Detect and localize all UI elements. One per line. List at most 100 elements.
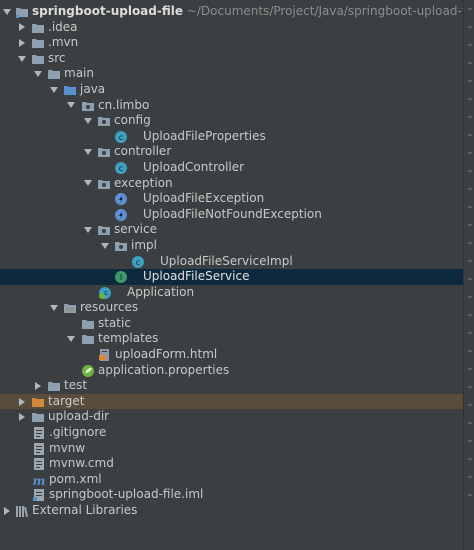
tree-row-mvnwcmd[interactable]: mvnw.cmd bbox=[0, 456, 464, 472]
tree-row-impl[interactable]: impl bbox=[0, 238, 464, 254]
collapse-arrow-icon[interactable] bbox=[2, 4, 12, 20]
tree-row-uploadcontroller[interactable]: c UploadController bbox=[0, 160, 464, 176]
collapse-arrow-icon[interactable] bbox=[33, 66, 43, 82]
tree-label: impl bbox=[131, 237, 157, 252]
text-file-icon bbox=[34, 458, 44, 471]
tree-row-src[interactable]: src bbox=[0, 51, 464, 67]
tree-row-uploadfileserviceimpl[interactable]: c UploadFileServiceImpl bbox=[0, 254, 464, 270]
collapse-arrow-icon[interactable] bbox=[49, 300, 59, 316]
tree-label: config bbox=[114, 113, 151, 128]
tree-row-applicationproperties[interactable]: application.properties bbox=[0, 363, 464, 379]
class-icon: c bbox=[115, 130, 127, 143]
collapse-arrow-icon[interactable] bbox=[100, 238, 110, 254]
tree-label: mvnw.cmd bbox=[49, 456, 114, 471]
spring-boot-class-icon: c bbox=[99, 286, 111, 299]
tree-label: java bbox=[80, 81, 106, 96]
tree-row-java[interactable]: java bbox=[0, 82, 464, 98]
tree-row-static[interactable]: static bbox=[0, 316, 464, 332]
tree-label: src bbox=[48, 50, 66, 65]
tree-row-config[interactable]: config bbox=[0, 113, 464, 129]
tree-row-uploaddir[interactable]: upload-dir bbox=[0, 409, 464, 425]
tree-row-pom[interactable]: m pom.xml bbox=[0, 472, 464, 488]
collapse-arrow-icon[interactable] bbox=[83, 144, 93, 160]
tree-row-target[interactable]: target bbox=[0, 393, 464, 410]
tree-label: application.properties bbox=[98, 362, 230, 377]
expand-arrow-icon[interactable] bbox=[2, 503, 12, 519]
class-icon: c bbox=[132, 255, 144, 268]
tree-label: service bbox=[114, 222, 157, 237]
interface-icon: I bbox=[115, 271, 127, 284]
source-folder-icon bbox=[64, 85, 76, 95]
tree-label: .gitignore bbox=[49, 425, 107, 440]
tree-row-package[interactable]: cn.limbo bbox=[0, 98, 464, 114]
expand-arrow-icon[interactable] bbox=[17, 35, 27, 51]
package-icon bbox=[98, 226, 110, 236]
tree-label: External Libraries bbox=[32, 503, 138, 517]
tree-label: upload-dir bbox=[48, 409, 110, 424]
tree-row-uploadform[interactable]: uploadForm.html bbox=[0, 347, 464, 363]
folder-icon bbox=[82, 319, 94, 329]
expand-arrow-icon[interactable] bbox=[17, 409, 27, 425]
tree-row-templates[interactable]: templates bbox=[0, 331, 464, 347]
folder-icon bbox=[48, 382, 60, 392]
svg-text:m: m bbox=[33, 474, 45, 486]
resource-folder-icon bbox=[64, 304, 76, 314]
tree-row-gitignore[interactable]: .gitignore bbox=[0, 425, 464, 441]
tree-row-root[interactable]: springboot-upload-file ~/Documents/Proje… bbox=[0, 4, 474, 20]
exception-class-icon bbox=[115, 193, 127, 206]
excluded-folder-icon bbox=[32, 397, 44, 407]
tree-row-mvn[interactable]: .mvn bbox=[0, 35, 464, 51]
tree-label: springboot-upload-file.iml bbox=[49, 487, 204, 502]
svg-text:I: I bbox=[120, 273, 122, 282]
tree-label: UploadFileException bbox=[143, 191, 265, 206]
expand-arrow-icon[interactable] bbox=[17, 20, 27, 36]
tree-row-application[interactable]: c Application bbox=[0, 285, 464, 301]
tree-label: templates bbox=[98, 331, 159, 346]
collapse-arrow-icon[interactable] bbox=[66, 98, 76, 114]
text-file-icon bbox=[34, 427, 44, 440]
error-stripe-markers bbox=[468, 8, 472, 512]
tree-label: UploadController bbox=[143, 159, 245, 174]
spring-properties-icon bbox=[82, 364, 94, 377]
collapse-arrow-icon[interactable] bbox=[17, 51, 27, 67]
tree-label: pom.xml bbox=[49, 471, 102, 486]
tree-row-uploadfilenotfoundexception[interactable]: UploadFileNotFoundException bbox=[0, 207, 464, 223]
tree-row-uploadfileexception[interactable]: UploadFileException bbox=[0, 191, 464, 207]
libraries-icon bbox=[16, 506, 28, 517]
collapse-arrow-icon[interactable] bbox=[49, 82, 59, 98]
vertical-scrollbar[interactable] bbox=[463, 0, 474, 550]
tree-label: exception bbox=[114, 175, 173, 190]
tree-row-idea[interactable]: .idea bbox=[0, 20, 464, 36]
tree-row-service[interactable]: service bbox=[0, 222, 464, 238]
tree-row-exception[interactable]: exception bbox=[0, 176, 464, 192]
tree-row-main[interactable]: main bbox=[0, 66, 464, 82]
tree-row-iml[interactable]: springboot-upload-file.iml bbox=[0, 487, 464, 503]
collapse-arrow-icon[interactable] bbox=[66, 331, 76, 347]
tree-row-mvnw[interactable]: mvnw bbox=[0, 441, 464, 457]
collapse-arrow-icon[interactable] bbox=[83, 176, 93, 192]
exception-class-icon bbox=[115, 208, 127, 221]
collapse-arrow-icon[interactable] bbox=[83, 222, 93, 238]
expand-arrow-icon[interactable] bbox=[17, 394, 27, 410]
expand-arrow-icon[interactable] bbox=[33, 378, 43, 394]
module-folder-icon bbox=[16, 8, 28, 18]
svg-text:c: c bbox=[119, 164, 123, 173]
tree-row-uploadfileservice[interactable]: I UploadFileService bbox=[0, 269, 464, 285]
tree-row-controller[interactable]: controller bbox=[0, 144, 464, 160]
tree-row-resources[interactable]: resources bbox=[0, 300, 464, 316]
collapse-arrow-icon[interactable] bbox=[83, 113, 93, 129]
tree-label: target bbox=[48, 393, 85, 408]
maven-icon: m bbox=[33, 474, 45, 486]
tree-label: UploadFileService bbox=[143, 269, 250, 284]
root-name: springboot-upload-file bbox=[32, 4, 183, 18]
tree-label: UploadFileNotFoundException bbox=[143, 206, 322, 221]
folder-icon bbox=[32, 54, 44, 64]
tree-label: .mvn bbox=[48, 35, 79, 50]
tree-label: UploadFileProperties bbox=[143, 128, 266, 143]
tree-row-uploadfileproperties[interactable]: c UploadFileProperties bbox=[0, 129, 464, 145]
tree-label: cn.limbo bbox=[98, 97, 150, 112]
root-path: ~/Documents/Project/Java/springboot-uplo… bbox=[186, 4, 474, 18]
tree-row-external-libraries[interactable]: External Libraries bbox=[0, 503, 464, 519]
tree-label: test bbox=[64, 378, 88, 393]
tree-row-test[interactable]: test bbox=[0, 378, 464, 394]
